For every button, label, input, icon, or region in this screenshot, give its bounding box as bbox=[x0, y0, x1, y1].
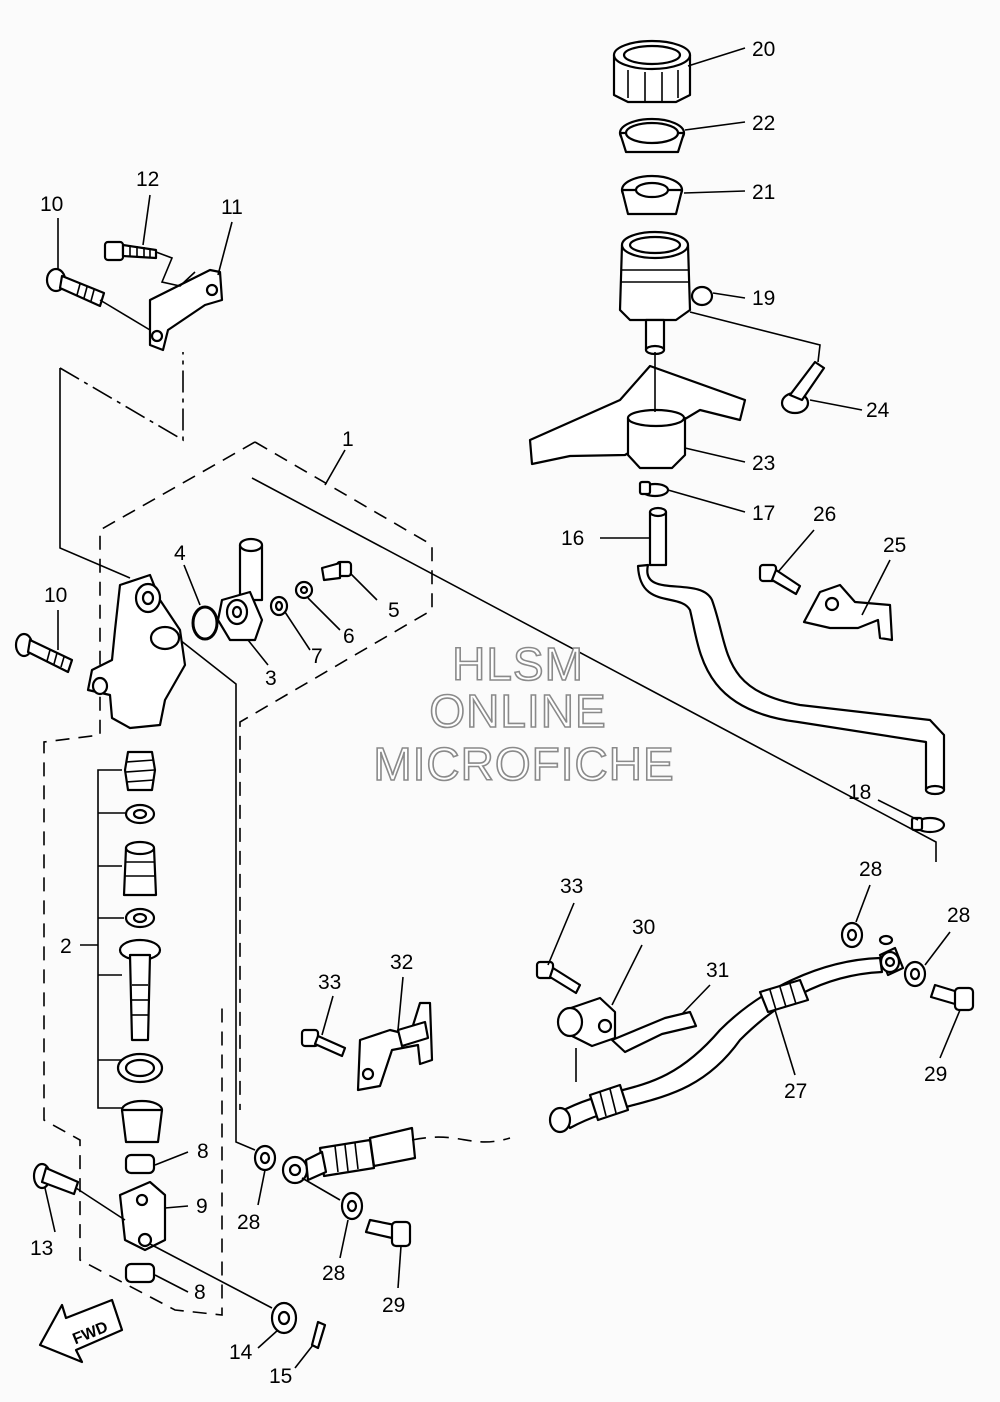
holder-32 bbox=[356, 1001, 434, 1092]
clamp-17 bbox=[638, 480, 670, 498]
washer-28-c bbox=[840, 921, 864, 949]
bolt-33-b bbox=[535, 960, 582, 995]
washer-28-d bbox=[903, 960, 927, 988]
master-cylinder-body bbox=[86, 573, 187, 730]
hose-joint-3 bbox=[216, 537, 264, 642]
callout-9: 9 bbox=[196, 1195, 208, 1218]
clamp-30 bbox=[556, 996, 617, 1082]
callout-4: 4 bbox=[174, 542, 186, 565]
holder-23 bbox=[528, 352, 747, 470]
fwd-arrow: FWD bbox=[38, 1298, 124, 1364]
callout-18: 18 bbox=[848, 781, 871, 804]
hose-16 bbox=[636, 506, 946, 796]
reservoir-19 bbox=[618, 230, 714, 356]
callout-28-right: 28 bbox=[947, 904, 970, 927]
callout-10-lower: 10 bbox=[44, 584, 67, 607]
callout-labels: 1 2 3 4 5 6 7 8 8 9 10 10 11 12 13 14 15… bbox=[30, 38, 970, 1388]
callout-14: 14 bbox=[229, 1341, 253, 1364]
callout-19: 19 bbox=[752, 287, 775, 310]
callout-5: 5 bbox=[388, 599, 400, 622]
callout-10-upper: 10 bbox=[40, 193, 63, 216]
callout-3: 3 bbox=[265, 667, 277, 690]
o-ring-4 bbox=[191, 605, 219, 641]
internal-kit-2 bbox=[80, 750, 164, 1144]
callout-12: 12 bbox=[136, 168, 159, 191]
screw-5 bbox=[320, 560, 353, 582]
nut-8-upper bbox=[124, 1153, 156, 1175]
callout-8-upper: 8 bbox=[197, 1140, 209, 1163]
bolt-33-a bbox=[300, 1028, 347, 1058]
bracket-25 bbox=[802, 583, 894, 642]
diaphragm-21 bbox=[620, 174, 684, 216]
assembly-outline bbox=[43, 352, 937, 1316]
cotter-pin-15 bbox=[310, 1320, 327, 1350]
clamp-18 bbox=[910, 816, 946, 834]
callout-28-left: 28 bbox=[237, 1211, 260, 1234]
callout-leaders bbox=[44, 47, 961, 1369]
pin-13 bbox=[32, 1162, 126, 1221]
watermark-line-2: ONLINE bbox=[429, 685, 606, 737]
bolt-10-lower bbox=[14, 632, 74, 674]
callout-28-lower: 28 bbox=[322, 1262, 345, 1285]
washer-6 bbox=[294, 580, 314, 600]
callout-8-lower: 8 bbox=[194, 1281, 206, 1304]
callout-24: 24 bbox=[866, 399, 890, 422]
callout-22: 22 bbox=[752, 112, 775, 135]
callout-16: 16 bbox=[561, 527, 584, 550]
callout-26: 26 bbox=[813, 503, 836, 526]
callout-17: 17 bbox=[752, 502, 775, 525]
callout-20: 20 bbox=[752, 38, 775, 61]
washer-7 bbox=[269, 595, 289, 617]
callout-23: 23 bbox=[752, 452, 775, 475]
watermark-line-3: MICROFICHE bbox=[373, 738, 674, 790]
bolt-10-upper bbox=[45, 267, 151, 331]
callout-6: 6 bbox=[343, 625, 355, 648]
bolt-29-b bbox=[929, 983, 975, 1012]
callout-27: 27 bbox=[784, 1080, 807, 1103]
callout-33-left: 33 bbox=[318, 971, 341, 994]
callout-1: 1 bbox=[342, 428, 354, 451]
bolt-24 bbox=[689, 311, 826, 415]
washer-14 bbox=[149, 1243, 298, 1335]
nut-8-lower bbox=[124, 1262, 156, 1284]
callout-30: 30 bbox=[632, 916, 655, 939]
cap-20 bbox=[612, 39, 692, 104]
callout-21: 21 bbox=[752, 181, 775, 204]
callout-25: 25 bbox=[883, 534, 906, 557]
bolt-29-a bbox=[364, 1218, 412, 1248]
callout-31: 31 bbox=[706, 959, 729, 982]
washer-28-a bbox=[253, 1144, 277, 1172]
brake-hose-27 bbox=[548, 934, 905, 1134]
callout-32: 32 bbox=[390, 951, 413, 974]
callout-28-right-upper: 28 bbox=[859, 858, 882, 881]
banjo-fitting-lower bbox=[281, 1126, 511, 1201]
callout-2: 2 bbox=[60, 935, 72, 958]
bracket-11 bbox=[148, 251, 224, 352]
callout-7: 7 bbox=[311, 645, 323, 668]
callout-29-right: 29 bbox=[924, 1063, 947, 1086]
clevis-9 bbox=[118, 1180, 167, 1252]
washer-28-b bbox=[340, 1191, 364, 1221]
plate-31 bbox=[610, 1010, 698, 1054]
plate-22 bbox=[618, 117, 686, 154]
bolt-12 bbox=[103, 240, 158, 262]
callout-33-right: 33 bbox=[560, 875, 583, 898]
callout-11: 11 bbox=[221, 196, 243, 219]
callout-15: 15 bbox=[269, 1365, 292, 1388]
bolt-26 bbox=[758, 563, 802, 596]
watermark: HLSM ONLINE MICROFICHE bbox=[373, 637, 675, 791]
watermark-line-1: HLSM bbox=[452, 638, 584, 690]
callout-29-lower: 29 bbox=[382, 1294, 405, 1317]
callout-13: 13 bbox=[30, 1237, 53, 1260]
